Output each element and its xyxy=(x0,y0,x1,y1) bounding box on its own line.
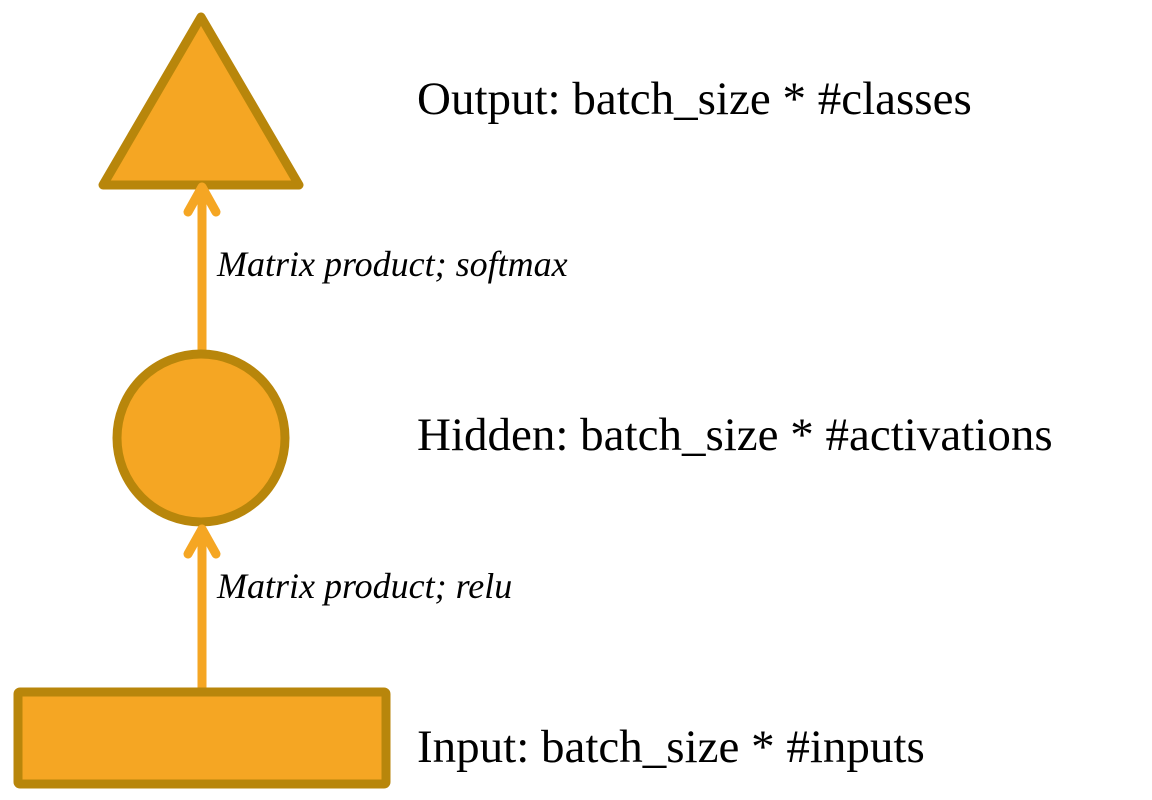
hidden-node-label: Hidden: batch_size * #activations xyxy=(417,409,1053,461)
triangle-shape xyxy=(98,12,304,190)
up-arrow-icon xyxy=(183,182,221,360)
hidden-node-circle[interactable] xyxy=(108,345,294,531)
output-node-label: Output: batch_size * #classes xyxy=(417,73,972,125)
input-node-label: Input: batch_size * #inputs xyxy=(417,721,925,773)
rectangle-shape xyxy=(13,687,391,789)
circle-shape xyxy=(112,349,290,527)
edge-label-relu: Matrix product; relu xyxy=(217,566,513,606)
up-arrow-icon xyxy=(183,524,221,692)
output-node-triangle[interactable] xyxy=(96,10,306,192)
edge-label-softmax: Matrix product; softmax xyxy=(217,244,568,284)
input-node-rectangle[interactable] xyxy=(8,682,396,794)
edge-hidden-to-output-arrow[interactable] xyxy=(172,182,232,360)
edge-input-to-hidden-arrow[interactable] xyxy=(172,520,232,692)
